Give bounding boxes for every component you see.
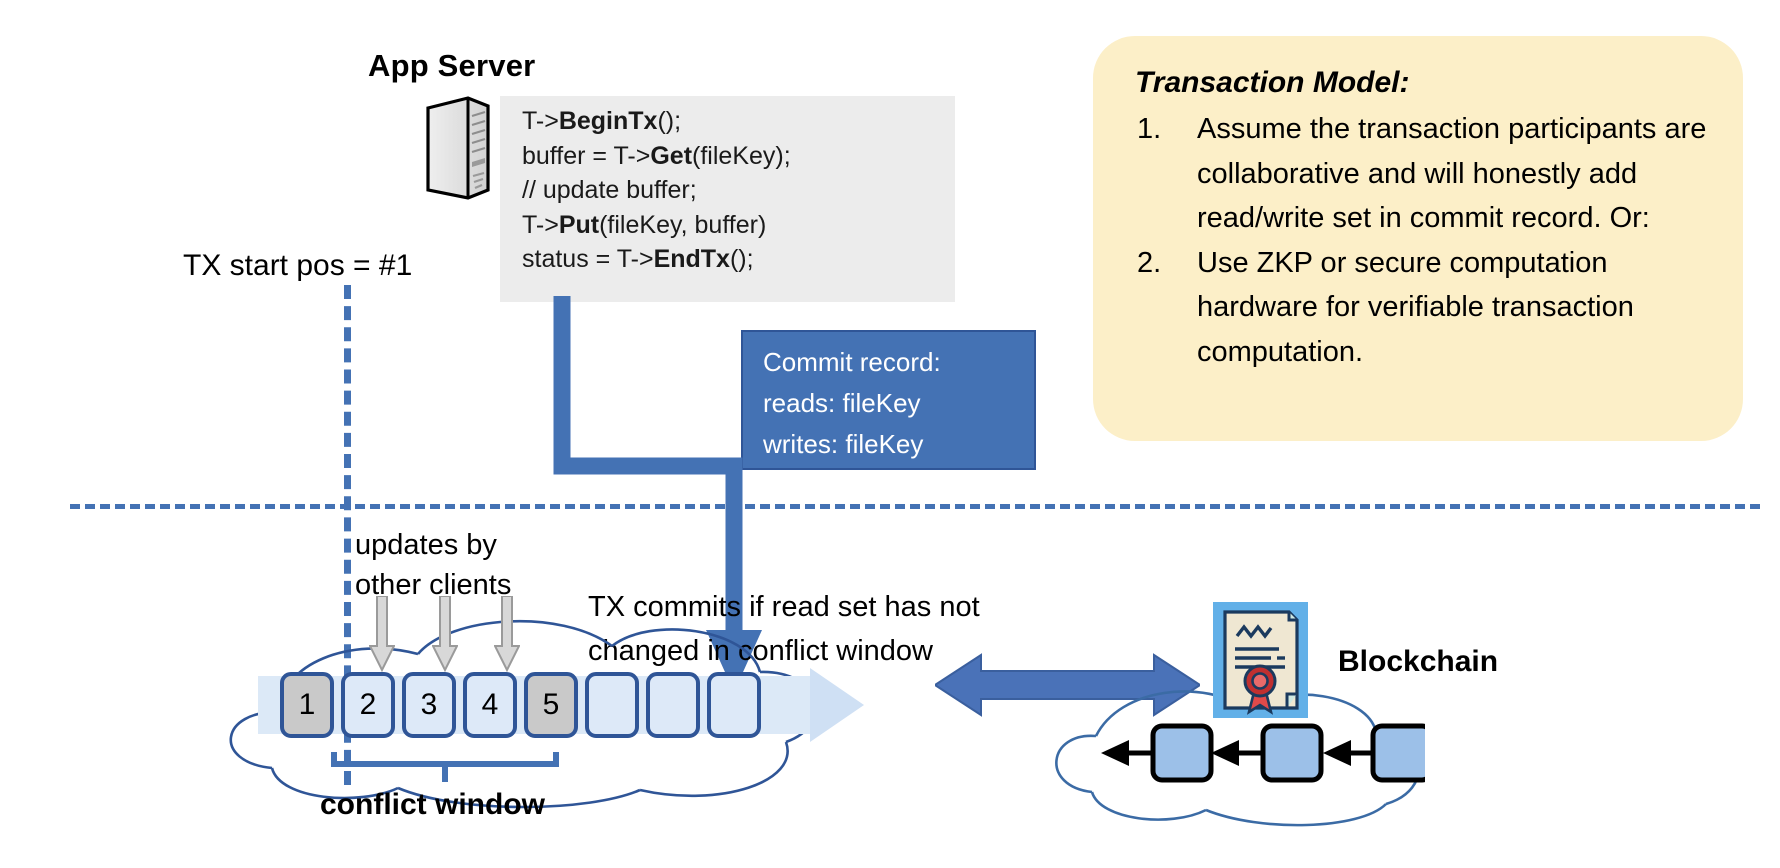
list-number-1: 1. <box>1137 113 1162 145</box>
update-arrow-icon <box>493 595 521 677</box>
ledger-block[interactable] <box>585 672 639 738</box>
commit-record-title: Commit record: <box>763 347 941 377</box>
transaction-model-item-1: 1. Assume the transaction participants a… <box>1135 107 1713 241</box>
code-line-3: // update buffer; <box>522 176 697 204</box>
ledger-block[interactable]: 1 <box>280 672 334 738</box>
commit-record-reads: reads: fileKey <box>763 388 921 418</box>
code-line-4: T->Put(fileKey, buffer) <box>522 210 767 239</box>
ledger-block[interactable] <box>707 672 761 738</box>
list-text-2: Use ZKP or secure computation hardware f… <box>1197 246 1634 368</box>
tx-start-pos-label: TX start pos = #1 <box>183 249 413 282</box>
ledger-block[interactable] <box>646 672 700 738</box>
ledger-block[interactable]: 4 <box>463 672 517 738</box>
tx-start-vertical-dashed-line <box>344 285 351 785</box>
conflict-window-label: conflict window <box>320 788 545 821</box>
transaction-model-callout: Transaction Model: 1. Assume the transac… <box>1093 36 1743 441</box>
list-text-1: Assume the transaction participants are … <box>1197 113 1707 234</box>
ledger-block-list: 1 2 3 4 5 <box>280 672 761 738</box>
updates-label-line-1: updates by <box>355 529 497 561</box>
transaction-model-item-2: 2. Use ZKP or secure computation hardwar… <box>1135 241 1713 375</box>
commit-record-writes: writes: fileKey <box>763 429 924 459</box>
blockchain-linked-blocks <box>1095 718 1434 788</box>
ledger-cloud-icon <box>160 592 860 812</box>
ledger-block[interactable]: 5 <box>524 672 578 738</box>
conflict-window-bracket <box>330 750 560 784</box>
commit-flow-arrow <box>546 296 766 696</box>
tx-commits-line-2: changed in conflict window <box>588 635 933 667</box>
layer-separator-dashed-line <box>70 504 1760 509</box>
transaction-model-title: Transaction Model: <box>1135 66 1410 99</box>
blockchain-label: Blockchain <box>1338 645 1499 678</box>
code-line-1: T->BeginTx(); <box>522 107 682 135</box>
ledger-continues-arrow <box>810 668 864 742</box>
list-number-2: 2. <box>1137 246 1162 279</box>
update-arrow-icon <box>431 595 459 677</box>
certificate-seal-icon <box>1213 602 1308 718</box>
transaction-model-list: 1. Assume the transaction participants a… <box>1135 107 1713 374</box>
code-snippet-panel: T->BeginTx(); buffer = T->Get(fileKey); … <box>500 96 955 302</box>
ledger-block[interactable]: 3 <box>402 672 456 738</box>
app-server-title: App Server <box>368 48 536 83</box>
update-arrow-icon <box>368 595 396 677</box>
ledger-block[interactable]: 2 <box>341 672 395 738</box>
code-line-5: status = T->EndTx(); <box>522 245 754 273</box>
commit-record-box: Commit record: reads: fileKey writes: fi… <box>741 330 1036 470</box>
tx-commits-condition-label: TX commits if read set has not changed i… <box>588 585 980 673</box>
code-line-2: buffer = T->Get(fileKey); <box>522 141 791 170</box>
tx-commits-line-1: TX commits if read set has not <box>588 591 980 623</box>
server-tower-icon <box>422 94 494 202</box>
